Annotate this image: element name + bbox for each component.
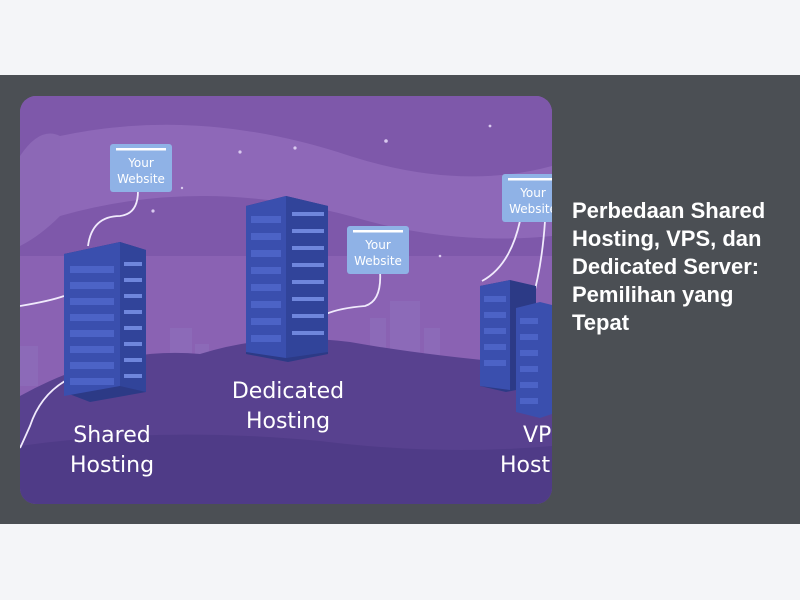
hosting-illustration: Your Website Your Website Your Website S… [20, 96, 552, 504]
badge-text-line1: Your [364, 238, 391, 252]
badge-text-line1: Your [519, 186, 546, 200]
cables [20, 190, 546, 449]
label-dedicated-hosting: Hosting [246, 409, 330, 434]
badge-text-line2: Website [354, 254, 402, 268]
article-card[interactable]: Your Website Your Website Your Website S… [0, 75, 800, 524]
article-title[interactable]: Perbedaan Shared Hosting, VPS, dan Dedic… [572, 198, 766, 335]
badge-text-line2: Website [509, 202, 552, 216]
article-thumbnail[interactable]: Your Website Your Website Your Website S… [20, 96, 552, 504]
label-dedicated: Dedicated [232, 379, 344, 404]
your-website-badge-vps: Your Website [502, 174, 552, 222]
shared-hosting-server [64, 242, 146, 402]
dedicated-hosting-server [246, 196, 328, 362]
badge-text-line1: Your [127, 156, 154, 170]
label-vps: VPS [523, 423, 552, 448]
your-website-badge-dedicated: Your Website [347, 226, 409, 274]
label-shared-hosting: Hosting [70, 453, 154, 478]
label-vps-hosting: Hosting [500, 453, 552, 478]
vps-hosting-server [480, 280, 552, 418]
your-website-badge-shared: Your Website [110, 144, 172, 192]
badge-text-line2: Website [117, 172, 165, 186]
label-shared: Shared [73, 423, 150, 448]
